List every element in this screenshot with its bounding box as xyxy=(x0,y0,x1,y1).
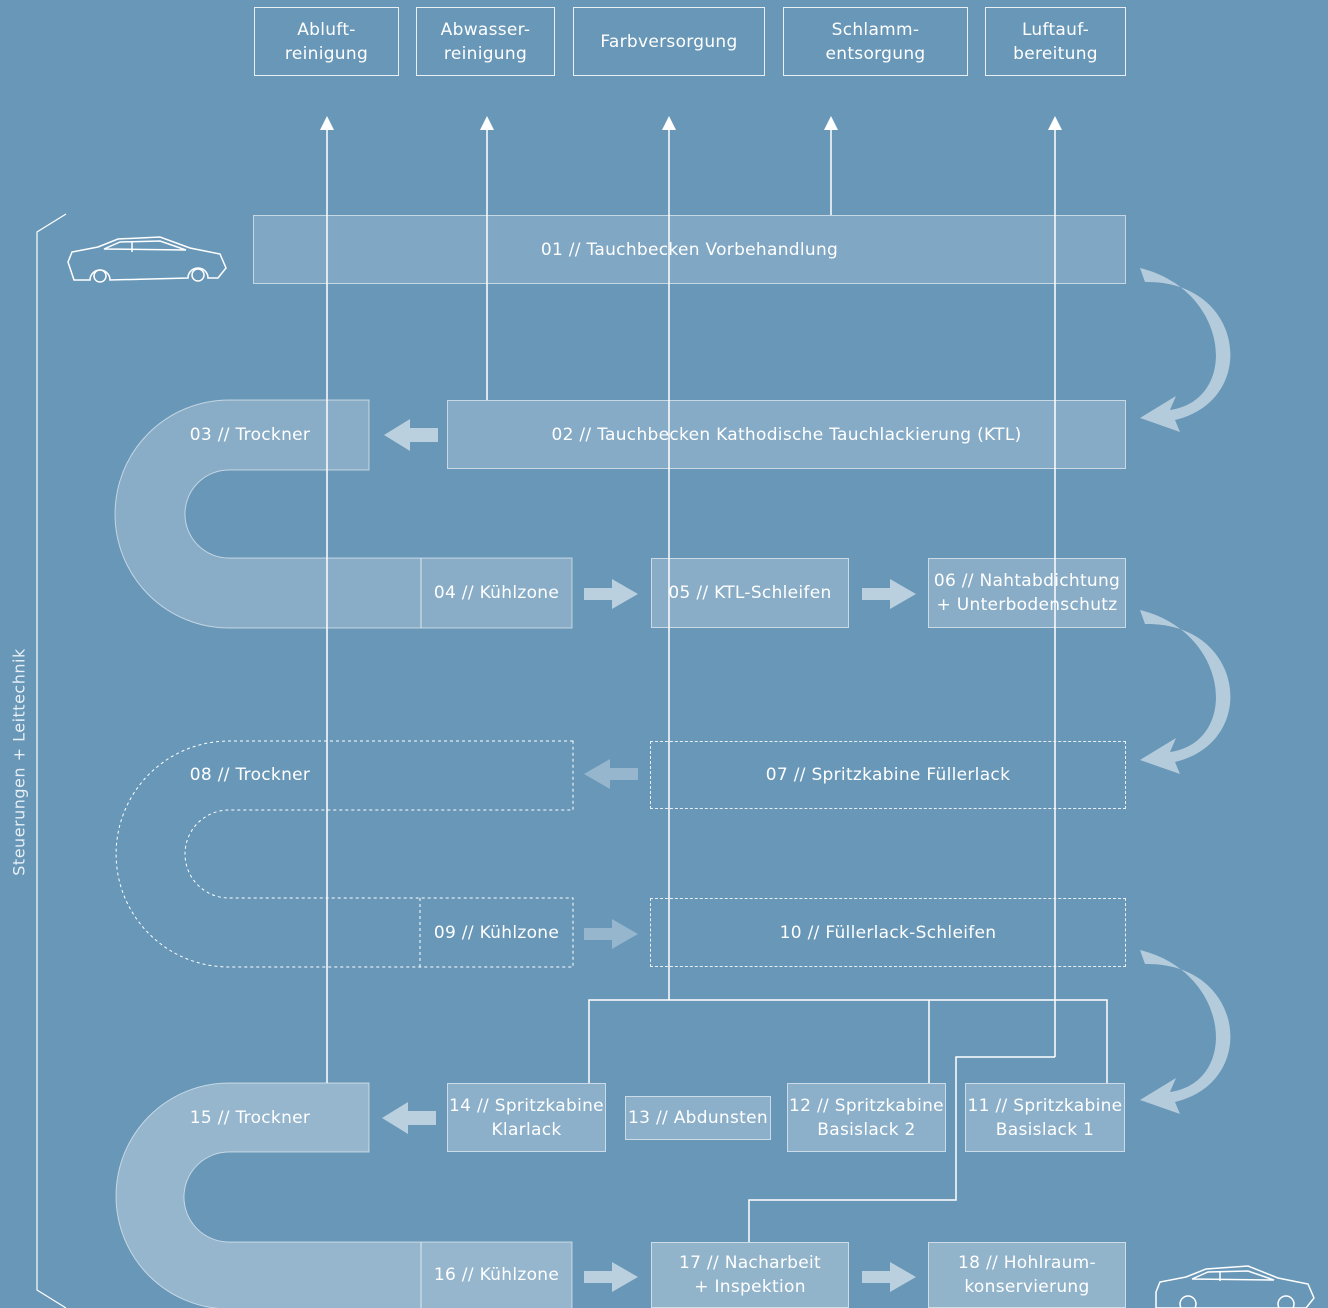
service-schlamm: Schlamm- entsorgung xyxy=(783,7,968,76)
step-13: 13 // Abdunsten xyxy=(625,1096,771,1140)
car-body-icon xyxy=(67,236,227,283)
loop-03-04 xyxy=(114,399,573,629)
service-farbversorgung: Farbversorgung xyxy=(573,7,765,76)
flow-arrows xyxy=(584,579,916,1292)
step-11: 11 // Spritzkabine Basislack 1 xyxy=(965,1083,1125,1152)
step-01: 01 // Tauchbecken Vorbehandlung xyxy=(253,215,1126,284)
step-07: 07 // Spritzkabine Füllerlack xyxy=(650,741,1126,809)
service-luft: Luftauf- bereitung xyxy=(985,7,1126,76)
loop-15-16 xyxy=(115,1082,573,1308)
service-abwasser: Abwasser- reinigung xyxy=(416,7,555,76)
step-14: 14 // Spritzkabine Klarlack xyxy=(447,1083,606,1152)
step-10: 10 // Füllerlack-Schleifen xyxy=(650,898,1126,967)
side-label: Steuerungen + Leittechnik xyxy=(9,648,29,876)
step-12: 12 // Spritzkabine Basislack 2 xyxy=(787,1083,946,1152)
bracket-icon xyxy=(36,213,67,1308)
up-arrows xyxy=(320,116,1062,130)
curved-arrows xyxy=(1140,268,1231,1114)
service-abluft: Abluft- reinigung xyxy=(254,7,399,76)
step-05: 05 // KTL-Schleifen xyxy=(651,558,849,628)
finished-car-icon xyxy=(1155,1265,1315,1308)
step-06: 06 // Nahtabdichtung + Unterbodenschutz xyxy=(928,558,1126,628)
step-04: 04 // Kühlzone xyxy=(433,583,560,603)
step-03: 03 // Trockner xyxy=(189,424,311,445)
step-16: 16 // Kühlzone xyxy=(433,1265,560,1285)
step-09: 09 // Kühlzone xyxy=(433,922,560,943)
flow-arrows-left xyxy=(382,419,438,1134)
service-lines xyxy=(326,130,1108,1242)
step-08: 08 // Trockner xyxy=(189,765,311,785)
flow-arrows-faint xyxy=(584,759,638,949)
step-02: 02 // Tauchbecken Kathodische Tauchlacki… xyxy=(447,400,1126,469)
step-17: 17 // Nacharbeit + Inspektion xyxy=(651,1242,849,1308)
step-18: 18 // Hohlraum- konservierung xyxy=(928,1242,1126,1308)
step-15: 15 // Trockner xyxy=(189,1107,311,1128)
